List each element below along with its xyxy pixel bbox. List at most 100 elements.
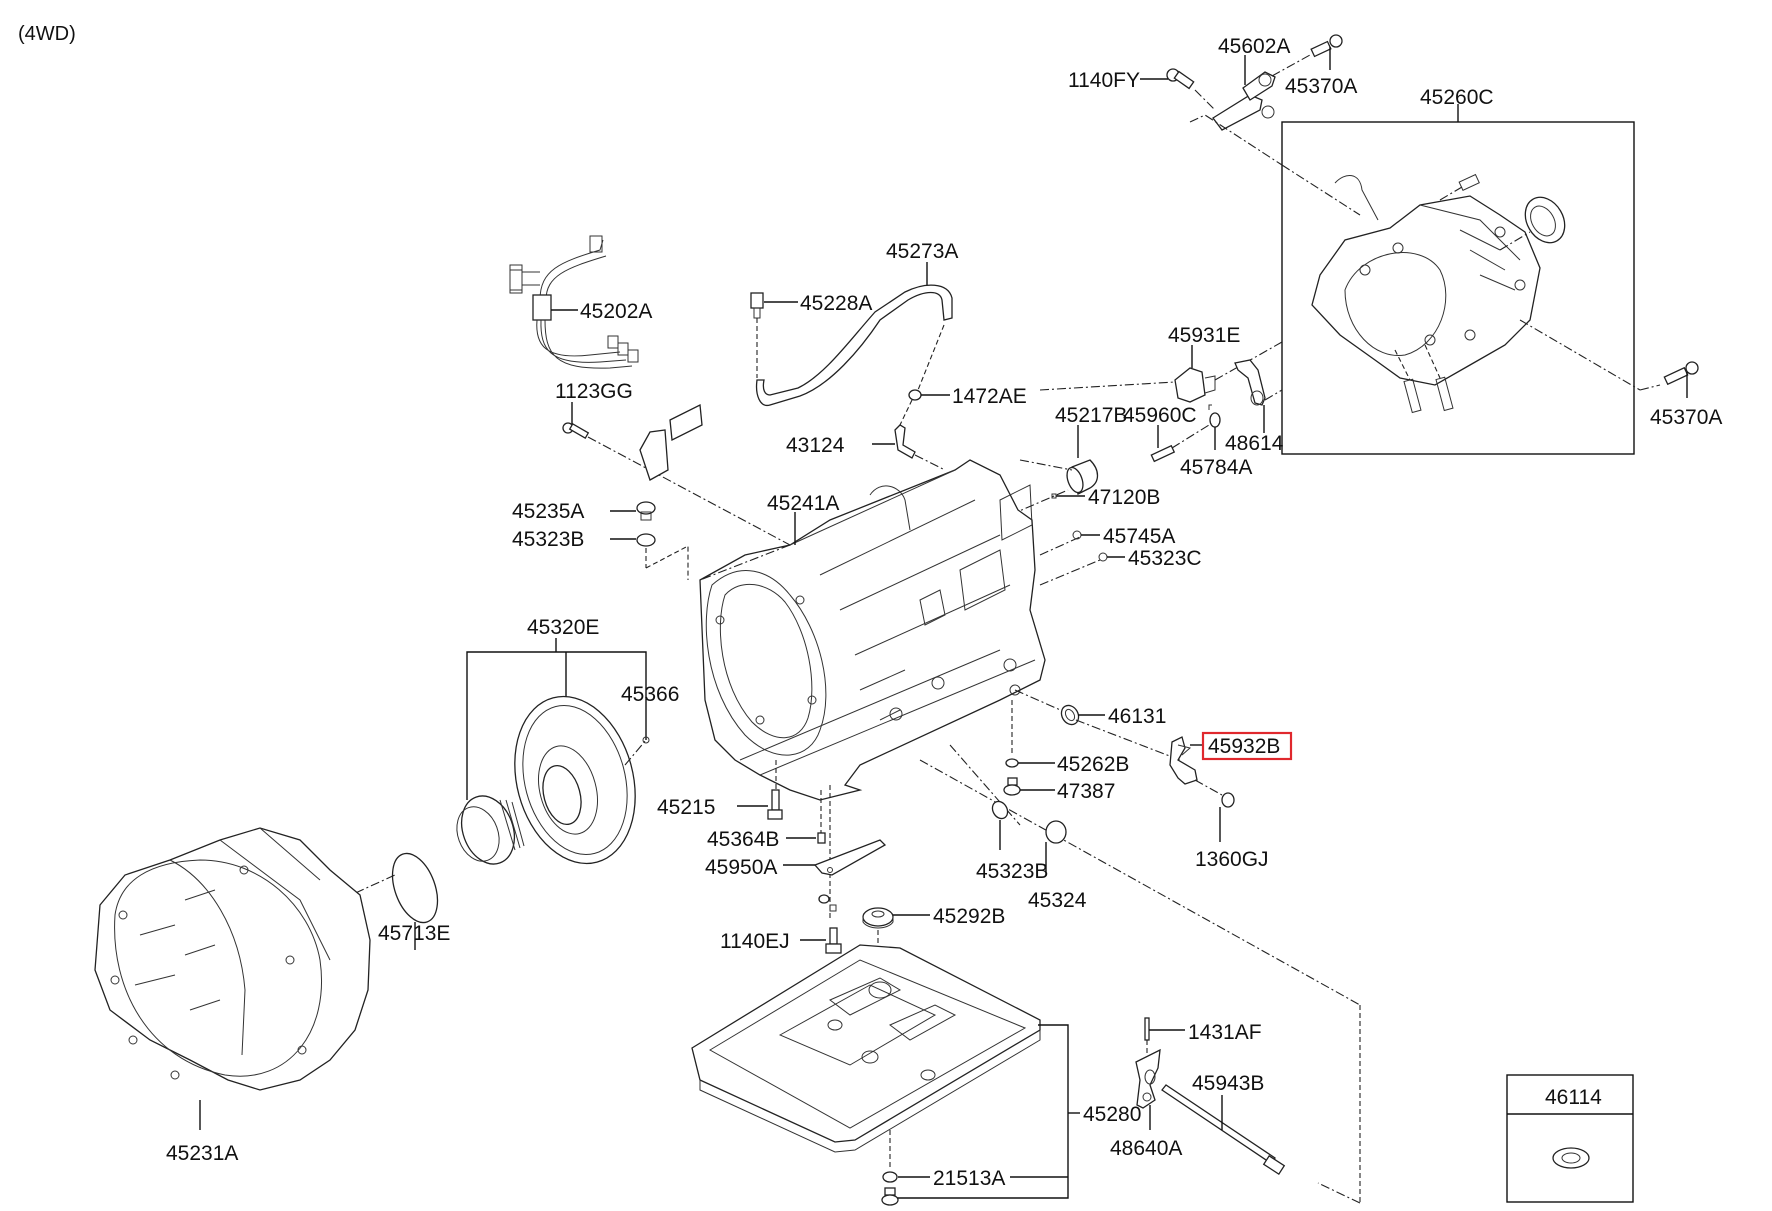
washer-45323B-bottom[interactable] xyxy=(989,799,1010,822)
bracket-group-45602A: 45602A 1140FY 45370A xyxy=(1068,34,1361,216)
bracket-45950A[interactable] xyxy=(813,839,887,876)
part-label-45262B[interactable]: 45262B xyxy=(1057,753,1129,776)
vent-45228A[interactable] xyxy=(750,292,764,319)
part-45931E[interactable] xyxy=(1174,367,1216,403)
part-label-1472AE[interactable]: 1472AE xyxy=(952,385,1027,408)
part-label-1140EJ[interactable]: 1140EJ xyxy=(720,930,790,953)
clamp-1472AE[interactable] xyxy=(908,389,922,401)
bolt-45215[interactable] xyxy=(767,789,783,820)
lever-45932B-group: 45932B 1360GJ xyxy=(1169,731,1293,871)
part-label-45943B[interactable]: 45943B xyxy=(1192,1072,1264,1095)
extension-housing-part[interactable] xyxy=(1311,195,1541,386)
washer-46114[interactable] xyxy=(1552,1147,1590,1169)
part-label-46131[interactable]: 46131 xyxy=(1108,705,1166,728)
part-label-1140FY[interactable]: 1140FY xyxy=(1068,69,1140,92)
pump-housing[interactable] xyxy=(497,683,653,877)
part-label-45932B[interactable]: 45932B xyxy=(1208,735,1280,758)
part-label-45931E[interactable]: 45931E xyxy=(1168,324,1240,347)
bolt-1140FY[interactable] xyxy=(1166,68,1195,90)
pin-45364B[interactable] xyxy=(817,832,826,844)
part-label-45292B[interactable]: 45292B xyxy=(933,905,1005,928)
shift-parts-group: 45931E 48614 45784A 45960C 45217B xyxy=(1055,324,1284,495)
part-label-46114[interactable]: 46114 xyxy=(1545,1086,1602,1109)
part-label-47120B[interactable]: 47120B xyxy=(1088,486,1160,509)
ring-45323C[interactable] xyxy=(1098,552,1108,562)
bracket-sensor[interactable] xyxy=(639,403,703,481)
part-label-45323B-top[interactable]: 45323B xyxy=(512,528,584,551)
clip-small[interactable] xyxy=(818,894,837,912)
pin-45960C[interactable] xyxy=(1150,444,1176,463)
drain-plug[interactable] xyxy=(881,1187,899,1206)
plug-45324[interactable] xyxy=(1045,820,1067,844)
part-label-45602A[interactable]: 45602A xyxy=(1218,35,1290,58)
part-label-48640A[interactable]: 48640A xyxy=(1110,1137,1182,1160)
part-label-21513A[interactable]: 21513A xyxy=(933,1167,1005,1190)
transmission-case-45241A[interactable] xyxy=(699,459,1046,801)
small-parts-right-group: 47120B 45745A 45323C xyxy=(1009,486,1202,586)
pump-gear[interactable] xyxy=(450,789,525,872)
part-label-45370A-right[interactable]: 45370A xyxy=(1650,406,1722,429)
washer-21513A[interactable] xyxy=(882,1171,898,1183)
plug-47387[interactable] xyxy=(1003,777,1021,796)
manual-shaft-45943B[interactable] xyxy=(1161,1084,1286,1175)
gasket-45292B-group: 45292B xyxy=(862,905,1005,975)
fitting-43124[interactable] xyxy=(894,424,916,459)
part-label-45324[interactable]: 45324 xyxy=(1028,889,1087,912)
converter-housing-45231A[interactable] xyxy=(94,827,371,1091)
part-label-45323B-bottom[interactable]: 45323B xyxy=(976,860,1048,883)
ring-45784A[interactable] xyxy=(1209,412,1221,428)
bolt-1140EJ[interactable] xyxy=(825,927,842,954)
part-label-43124[interactable]: 43124 xyxy=(786,434,845,457)
part-label-45323C[interactable]: 45323C xyxy=(1128,547,1202,570)
oil-seal-part[interactable] xyxy=(1517,190,1572,250)
part-label-45366[interactable]: 45366 xyxy=(621,683,679,706)
part-label-45280[interactable]: 45280 xyxy=(1083,1103,1141,1126)
case-left-bottom-group: 45215 45364B 45950A 1140EJ xyxy=(657,760,887,954)
part-label-48614[interactable]: 48614 xyxy=(1225,432,1284,455)
part-label-45231A[interactable]: 45231A xyxy=(166,1142,238,1165)
bolt-45370A-top[interactable] xyxy=(1310,34,1343,58)
part-label-45273A[interactable]: 45273A xyxy=(886,240,958,263)
pin-1431AF[interactable] xyxy=(1144,1017,1150,1041)
breather-hose-45273A[interactable] xyxy=(755,284,953,407)
part-label-1431AF[interactable]: 1431AF xyxy=(1188,1021,1262,1044)
plug-45235A[interactable] xyxy=(636,501,656,521)
ball-45366[interactable] xyxy=(642,736,650,744)
oil-pan-45280[interactable] xyxy=(691,944,1041,1153)
wiring-harness-45202A[interactable] xyxy=(509,235,639,369)
part-label-45950A[interactable]: 45950A xyxy=(705,856,777,879)
detent-lever-48640A[interactable] xyxy=(1135,1048,1161,1109)
part-label-45215[interactable]: 45215 xyxy=(657,796,715,819)
oring-45713E[interactable] xyxy=(384,847,446,928)
lever-45932B[interactable] xyxy=(1169,736,1198,785)
seal-46131[interactable] xyxy=(1058,702,1082,727)
manual-valve-group: 1431AF 48640A 45943B xyxy=(1110,1017,1286,1175)
oring-45713E-group: 45713E xyxy=(339,847,450,950)
washer-45262B[interactable] xyxy=(1005,758,1019,768)
bushing-45217B[interactable] xyxy=(1064,459,1099,495)
part-label-45202A[interactable]: 45202A xyxy=(580,300,652,323)
part-label-1123GG[interactable]: 1123GG xyxy=(555,380,633,403)
bracket-45602A-lower[interactable] xyxy=(1212,94,1263,131)
part-48614[interactable] xyxy=(1234,359,1266,406)
highlight-box-45932B xyxy=(1201,731,1293,761)
part-label-45235A[interactable]: 45235A xyxy=(512,500,584,523)
part-label-45364B[interactable]: 45364B xyxy=(707,828,779,851)
bolt-45370A-right[interactable] xyxy=(1663,361,1699,386)
bolt-1123GG[interactable] xyxy=(562,422,590,439)
part-label-45217B[interactable]: 45217B xyxy=(1055,404,1127,427)
gasket-45292B[interactable] xyxy=(862,907,894,929)
part-label-45260C[interactable]: 45260C xyxy=(1420,86,1494,109)
part-label-45713E[interactable]: 45713E xyxy=(378,922,450,945)
part-label-1360GJ[interactable]: 1360GJ xyxy=(1195,848,1269,871)
part-label-47387[interactable]: 47387 xyxy=(1057,780,1115,803)
part-label-45228A[interactable]: 45228A xyxy=(800,292,872,315)
part-label-45241A[interactable]: 45241A xyxy=(767,492,839,515)
part-label-45960C[interactable]: 45960C xyxy=(1123,404,1197,427)
part-label-45370A-top[interactable]: 45370A xyxy=(1285,75,1357,98)
part-label-45320E[interactable]: 45320E xyxy=(527,616,599,639)
part-label-45745A[interactable]: 45745A xyxy=(1103,525,1175,548)
clip-1360GJ[interactable] xyxy=(1221,792,1235,808)
washer-45323B-top[interactable] xyxy=(636,533,656,547)
part-label-45784A[interactable]: 45784A xyxy=(1180,456,1252,479)
